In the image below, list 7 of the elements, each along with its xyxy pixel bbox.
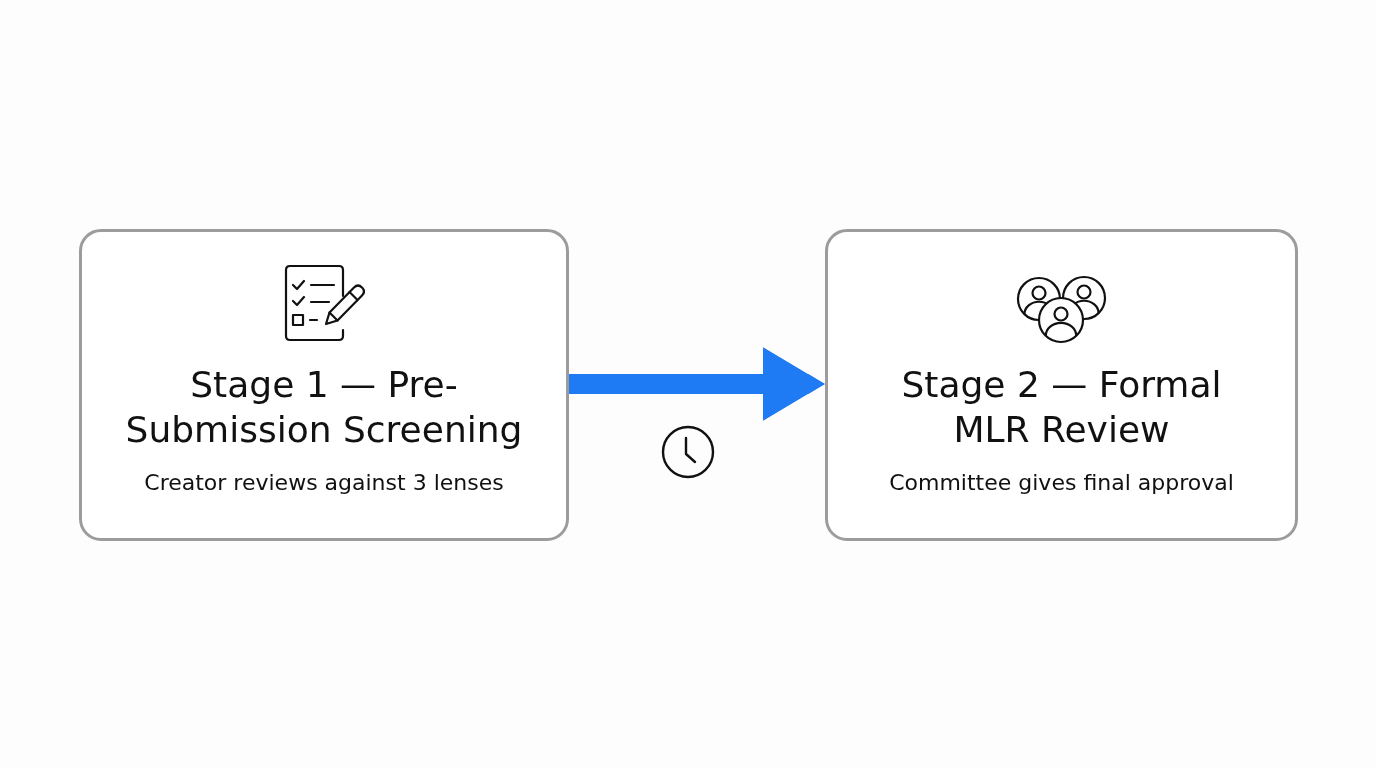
stage-card bbox=[825, 229, 1298, 541]
stage-title: Stage 2 — Formal MLR Review bbox=[900, 363, 1223, 452]
stage-description: Committee gives final approval bbox=[889, 470, 1234, 496]
stage-card bbox=[79, 229, 569, 541]
arrow bbox=[569, 347, 825, 421]
stage-description: Creator reviews against 3 lenses bbox=[144, 470, 504, 496]
stage-title: Stage 1 — Pre-Submission Screening bbox=[124, 363, 524, 452]
